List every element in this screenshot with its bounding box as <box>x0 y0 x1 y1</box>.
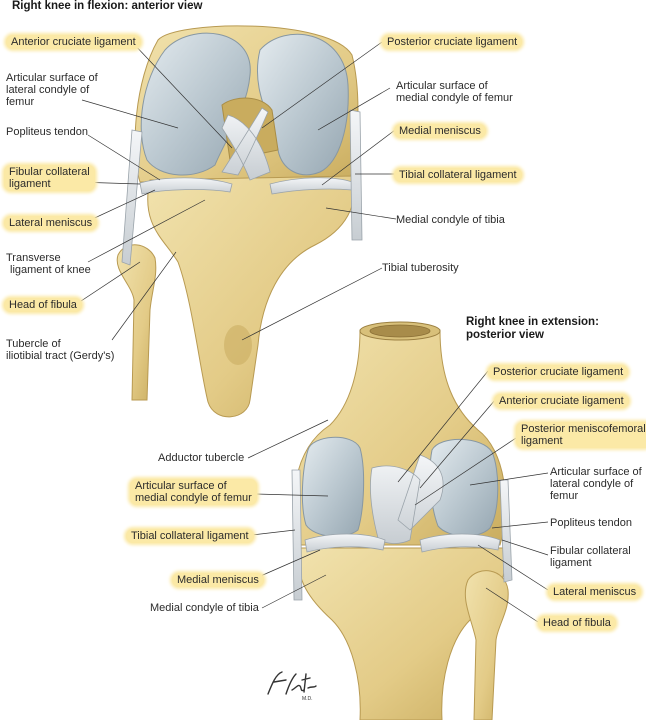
posterior-fibula-bone <box>464 570 509 720</box>
anterior-leader-lines <box>75 41 397 341</box>
label-lateral-meniscus-posterior: Lateral meniscus <box>548 585 642 599</box>
fibular-collateral-ligament <box>121 129 143 266</box>
label-articular-surface-medial-condyle-posterior: Articular surface of medial condyle of f… <box>130 479 257 505</box>
posterior-tibial-collateral <box>291 469 303 601</box>
fibula-bone <box>116 244 157 401</box>
svg-text:M.D.: M.D. <box>302 696 313 702</box>
cruciate-ligaments <box>221 107 271 181</box>
label-medial-condyle-of-tibia: Medial condyle of tibia <box>396 214 505 226</box>
label-tibial-tuberosity: Tibial tuberosity <box>382 262 459 274</box>
label-tibial-collateral-ligament-posterior: Tibial collateral ligament <box>126 529 254 543</box>
label-articular-surface-medial-condyle: Articular surface of medial condyle of f… <box>396 80 513 104</box>
posterior-medial-meniscus <box>304 533 386 553</box>
label-posterior-cruciate-ligament-posterior: Posterior cruciate ligament <box>488 365 629 379</box>
posterior-lateral-meniscus <box>419 533 501 553</box>
label-articular-surface-lateral-condyle: Articular surface of lateral condyle of … <box>6 72 98 108</box>
lateral-meniscus <box>139 177 233 195</box>
artist-signature-image: M.D. <box>267 671 317 702</box>
label-tibial-collateral-ligament: Tibial collateral ligament <box>394 168 522 182</box>
label-popliteus-tendon: Popliteus tendon <box>6 126 88 138</box>
label-gerdys-tubercle: Tubercle of iliotibial tract (Gerdy's) <box>6 338 115 362</box>
posterior-knee-illustration <box>247 321 549 720</box>
label-medial-condyle-of-tibia-posterior: Medial condyle of tibia <box>150 602 259 614</box>
label-head-of-fibula-posterior: Head of fibula <box>538 616 616 630</box>
anterior-knee-illustration <box>75 25 397 418</box>
label-posterior-meniscofemoral-ligament: Posterior meniscofemoral ligament <box>516 422 646 448</box>
tibial-collateral-ligament <box>349 109 363 241</box>
label-anterior-cruciate-ligament-posterior: Anterior cruciate ligament <box>494 394 629 408</box>
label-articular-surface-lateral-condyle-posterior: Articular surface of lateral condyle of … <box>550 466 642 502</box>
anterior-view-title: Right knee in flexion: anterior view <box>12 0 203 12</box>
label-adductor-tubercle: Adductor tubercle <box>158 452 245 464</box>
lateral-femoral-condyle <box>140 32 251 176</box>
posterior-cruciate-ligaments <box>370 454 444 544</box>
posterior-leader-lines <box>247 370 549 623</box>
tibia-bone <box>147 175 355 418</box>
label-popliteus-tendon-posterior: Popliteus tendon <box>550 517 632 529</box>
label-lateral-meniscus: Lateral meniscus <box>4 216 98 230</box>
label-fibular-collateral-ligament: Fibular collateral ligament <box>4 165 95 191</box>
posterior-fibular-collateral <box>499 479 513 583</box>
tibial-tuberosity-shape <box>224 325 252 365</box>
posterior-view-title: Right knee in extension: posterior view <box>466 316 599 341</box>
label-posterior-cruciate-ligament: Posterior cruciate ligament <box>382 35 523 49</box>
label-transverse-ligament: Transverse ligament of knee <box>6 252 91 276</box>
label-medial-meniscus: Medial meniscus <box>394 124 486 138</box>
label-fibular-collateral-ligament-posterior: Fibular collateral ligament <box>550 545 631 569</box>
label-anterior-cruciate-ligament: Anterior cruciate ligament <box>6 35 141 49</box>
posterior-medial-condyle <box>301 436 365 537</box>
label-head-of-fibula: Head of fibula <box>4 298 82 312</box>
label-medial-meniscus-posterior: Medial meniscus <box>172 573 264 587</box>
